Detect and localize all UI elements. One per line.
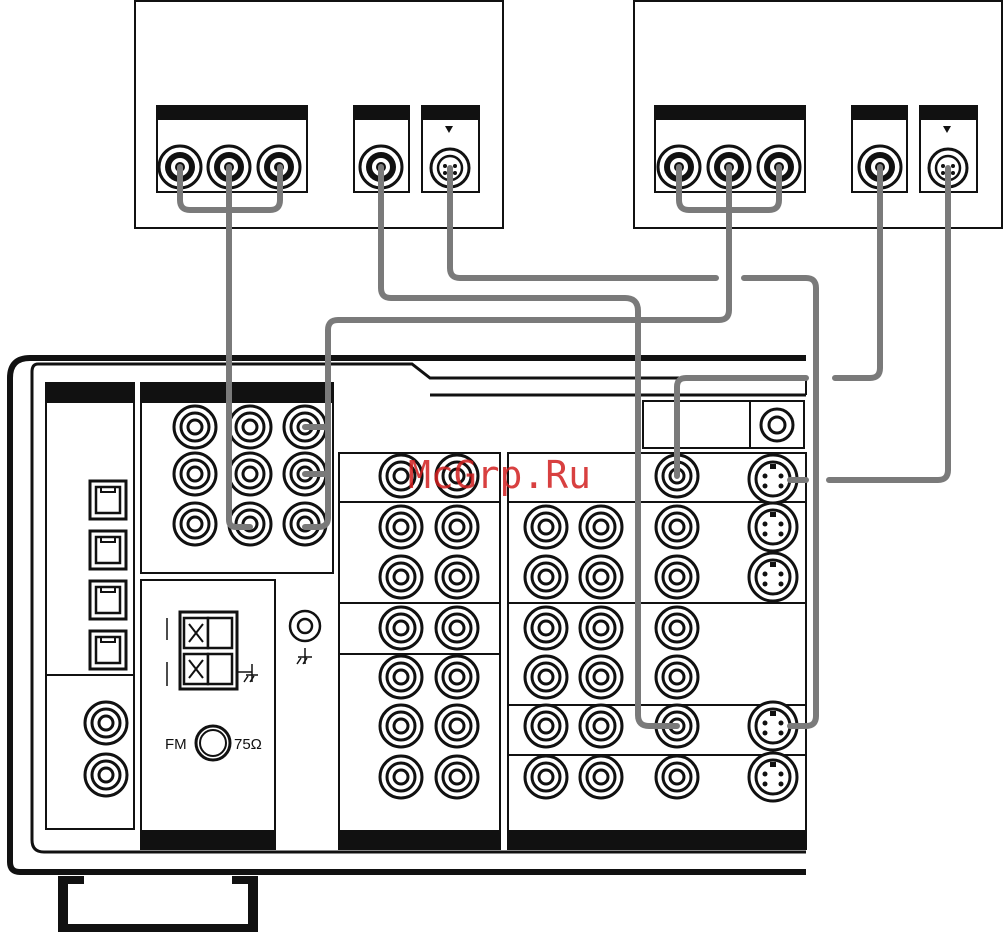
audio-jack xyxy=(580,607,622,649)
audio-jack xyxy=(436,705,478,747)
s-video-jack-icon xyxy=(749,753,797,801)
monitor-out-jack xyxy=(761,409,793,441)
audio-jack xyxy=(436,656,478,698)
s-video-jack-icon xyxy=(749,553,797,601)
video-jack xyxy=(656,756,698,798)
optical-jack-2 xyxy=(90,531,126,569)
audio-jack xyxy=(525,506,567,548)
signal-ground-terminal xyxy=(290,611,320,664)
s-video-jack-icon xyxy=(749,503,797,551)
optical-jack-1 xyxy=(90,481,126,519)
audio-jack xyxy=(436,506,478,548)
ground-icon xyxy=(297,648,312,664)
receiver-rear-panel: FM 75Ω xyxy=(10,358,806,932)
audio-jack xyxy=(525,656,567,698)
audio-jack xyxy=(436,607,478,649)
component-video-in-panel xyxy=(141,383,333,573)
component-in-jack xyxy=(229,453,271,495)
component-in-jack xyxy=(174,406,216,448)
component-in-jack xyxy=(229,406,271,448)
audio-jack xyxy=(525,705,567,747)
watermark: McGrp.Ru xyxy=(408,453,591,497)
audio-jack xyxy=(580,756,622,798)
optical-jack-3 xyxy=(90,581,126,619)
audio-jack xyxy=(580,656,622,698)
coaxial-jack-2 xyxy=(85,754,127,796)
fm-antenna-jack xyxy=(196,726,230,760)
audio-jack xyxy=(380,607,422,649)
audio-jack xyxy=(580,705,622,747)
antenna-panel: FM 75Ω xyxy=(141,580,275,849)
component-in-jack xyxy=(174,453,216,495)
audio-jack xyxy=(380,705,422,747)
am-antenna-terminal xyxy=(180,612,237,689)
video-jack xyxy=(656,656,698,698)
audio-jack xyxy=(380,506,422,548)
audio-input-panel xyxy=(339,453,500,849)
fm-label: FM xyxy=(165,736,187,753)
video-jack xyxy=(656,556,698,598)
audio-jack xyxy=(380,556,422,598)
coaxial-jack-1 xyxy=(85,702,127,744)
audio-jack xyxy=(380,656,422,698)
audio-jack xyxy=(525,607,567,649)
video-jack xyxy=(656,506,698,548)
audio-jack xyxy=(580,556,622,598)
component-in-jack xyxy=(174,503,216,545)
optical-jack-4 xyxy=(90,631,126,669)
digital-audio-panel xyxy=(46,383,134,829)
chassis-foot xyxy=(58,876,258,932)
audio-jack xyxy=(525,556,567,598)
audio-jack xyxy=(580,506,622,548)
impedance-label: 75Ω xyxy=(234,736,262,753)
audio-jack xyxy=(436,556,478,598)
audio-jack xyxy=(436,756,478,798)
video-jack xyxy=(656,607,698,649)
audio-jack xyxy=(380,756,422,798)
audio-jack xyxy=(525,756,567,798)
